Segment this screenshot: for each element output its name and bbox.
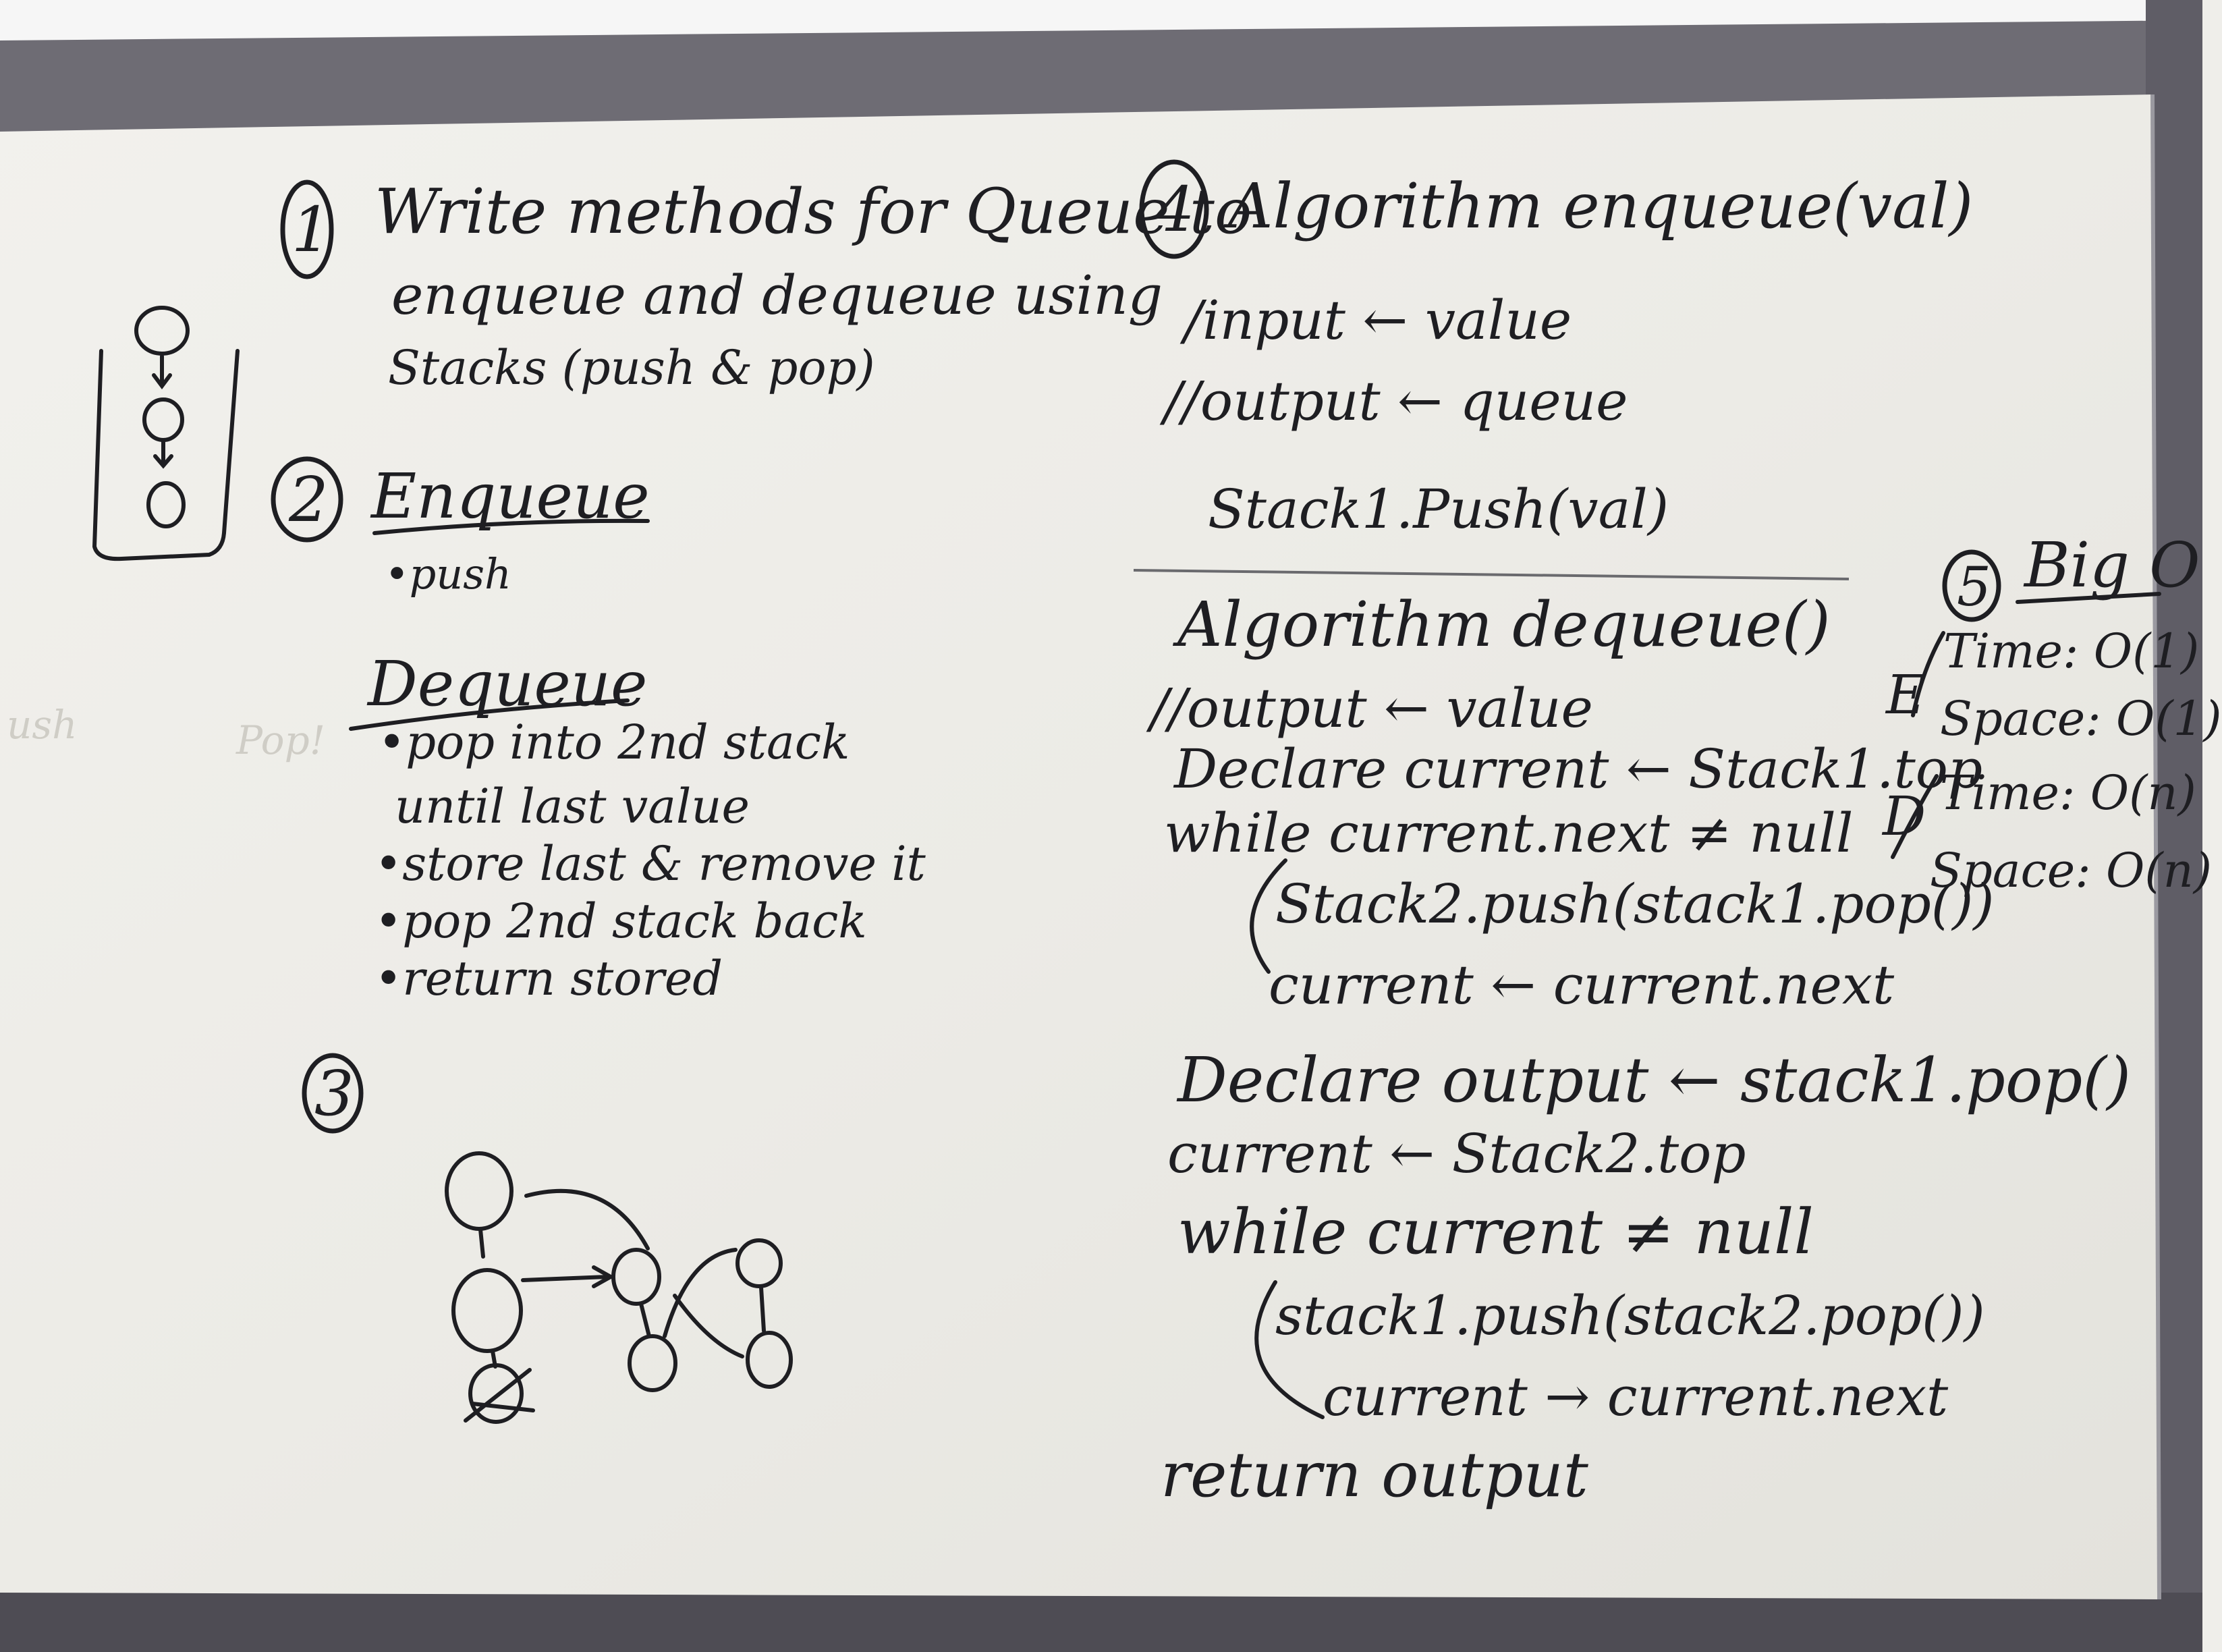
enqueue-line-2: //output ← queue — [1164, 370, 1628, 433]
board-right-edge — [2150, 94, 2161, 1600]
dequeue-line-9: stack1.push(stack2.pop()) — [1275, 1284, 1985, 1347]
dequeue-bullet-2: until last value — [395, 779, 750, 834]
loop1-bracket — [1250, 858, 1287, 974]
d-label: D — [1883, 785, 1926, 848]
bigo-underline — [2016, 592, 2161, 604]
enqueue-heading: Enqueue — [371, 460, 650, 532]
enqueue-bullet: •push — [385, 549, 511, 599]
circle-5-label: 5 — [1957, 555, 1991, 618]
dequeue-line-1: //output ← value — [1150, 677, 1593, 740]
bigo-title: Big O — [2024, 529, 2200, 601]
dequeue-bullet-1: •pop into 2nd stack — [378, 715, 850, 770]
dequeue-underline — [349, 698, 630, 731]
section4-divider — [1133, 569, 1850, 580]
task-line-1: Write methods for Queue to — [374, 175, 1252, 248]
dequeue-line-7: current ← Stack2.top — [1167, 1122, 1746, 1185]
dequeue-line-6: Declare output ← stack1.pop() — [1177, 1044, 2132, 1116]
circle-1 — [280, 180, 334, 279]
circle-2 — [271, 456, 343, 543]
stack-doodle — [92, 306, 240, 561]
e-space: Space: O(1) — [1940, 691, 2222, 746]
dequeue-bullet-5: •return stored — [374, 951, 723, 1006]
enqueue-line-1: /input ← value — [1184, 289, 1572, 352]
enqueue-underline — [372, 518, 650, 535]
task-line-3: Stacks (push & pop) — [388, 340, 875, 395]
enqueue-line-3: Stack1.Push(val) — [1208, 478, 1669, 541]
circle-1-label: 1 — [291, 194, 331, 266]
e-time: Time: O(1) — [1943, 624, 2200, 679]
ghost-text-1: ush — [7, 702, 78, 748]
circle-5 — [1942, 549, 2001, 622]
enqueue-algorithm-title: Algorithm enqueue(val) — [1228, 170, 1974, 242]
circle-3-label: 3 — [314, 1057, 354, 1130]
graph-doodle — [445, 1151, 793, 1424]
circle-3 — [302, 1053, 364, 1134]
dequeue-line-2: Declare current ← Stack1.top — [1174, 738, 1983, 800]
circle-2-label: 2 — [289, 464, 329, 536]
dequeue-line-4: Stack2.push(stack1.pop()) — [1275, 873, 1995, 935]
dequeue-algorithm-title: Algorithm dequeue() — [1177, 588, 1831, 661]
loop2-bracket — [1254, 1280, 1325, 1419]
circle-4 — [1139, 159, 1209, 259]
dequeue-line-10: current → current.next — [1323, 1365, 1949, 1428]
task-line-2: enqueue and dequeue using — [391, 264, 1163, 327]
dequeue-bullet-4: •pop 2nd stack back — [374, 893, 867, 949]
dequeue-bullet-3: •store last & remove it — [374, 836, 926, 891]
e-label: E — [1886, 663, 1926, 726]
e-bracket — [1911, 631, 1945, 717]
dequeue-line-5: current ← current.next — [1269, 954, 1895, 1016]
d-bracket — [1891, 774, 1939, 859]
whiteboard-surface — [0, 94, 2159, 1599]
dequeue-heading: Dequeue — [368, 648, 648, 720]
d-time: Time: O(n) — [1940, 765, 2196, 821]
dequeue-line-3: while current.next ≠ null — [1164, 802, 1854, 864]
circle-4-label: 4 — [1155, 173, 1195, 246]
dequeue-line-11: return output — [1161, 1439, 1588, 1511]
dequeue-line-8: while current ≠ null — [1177, 1196, 1814, 1268]
wall-bottom — [0, 1593, 2202, 1652]
d-space: Space: O(n) — [1930, 843, 2213, 898]
ghost-text-2: Pop! — [236, 717, 326, 763]
